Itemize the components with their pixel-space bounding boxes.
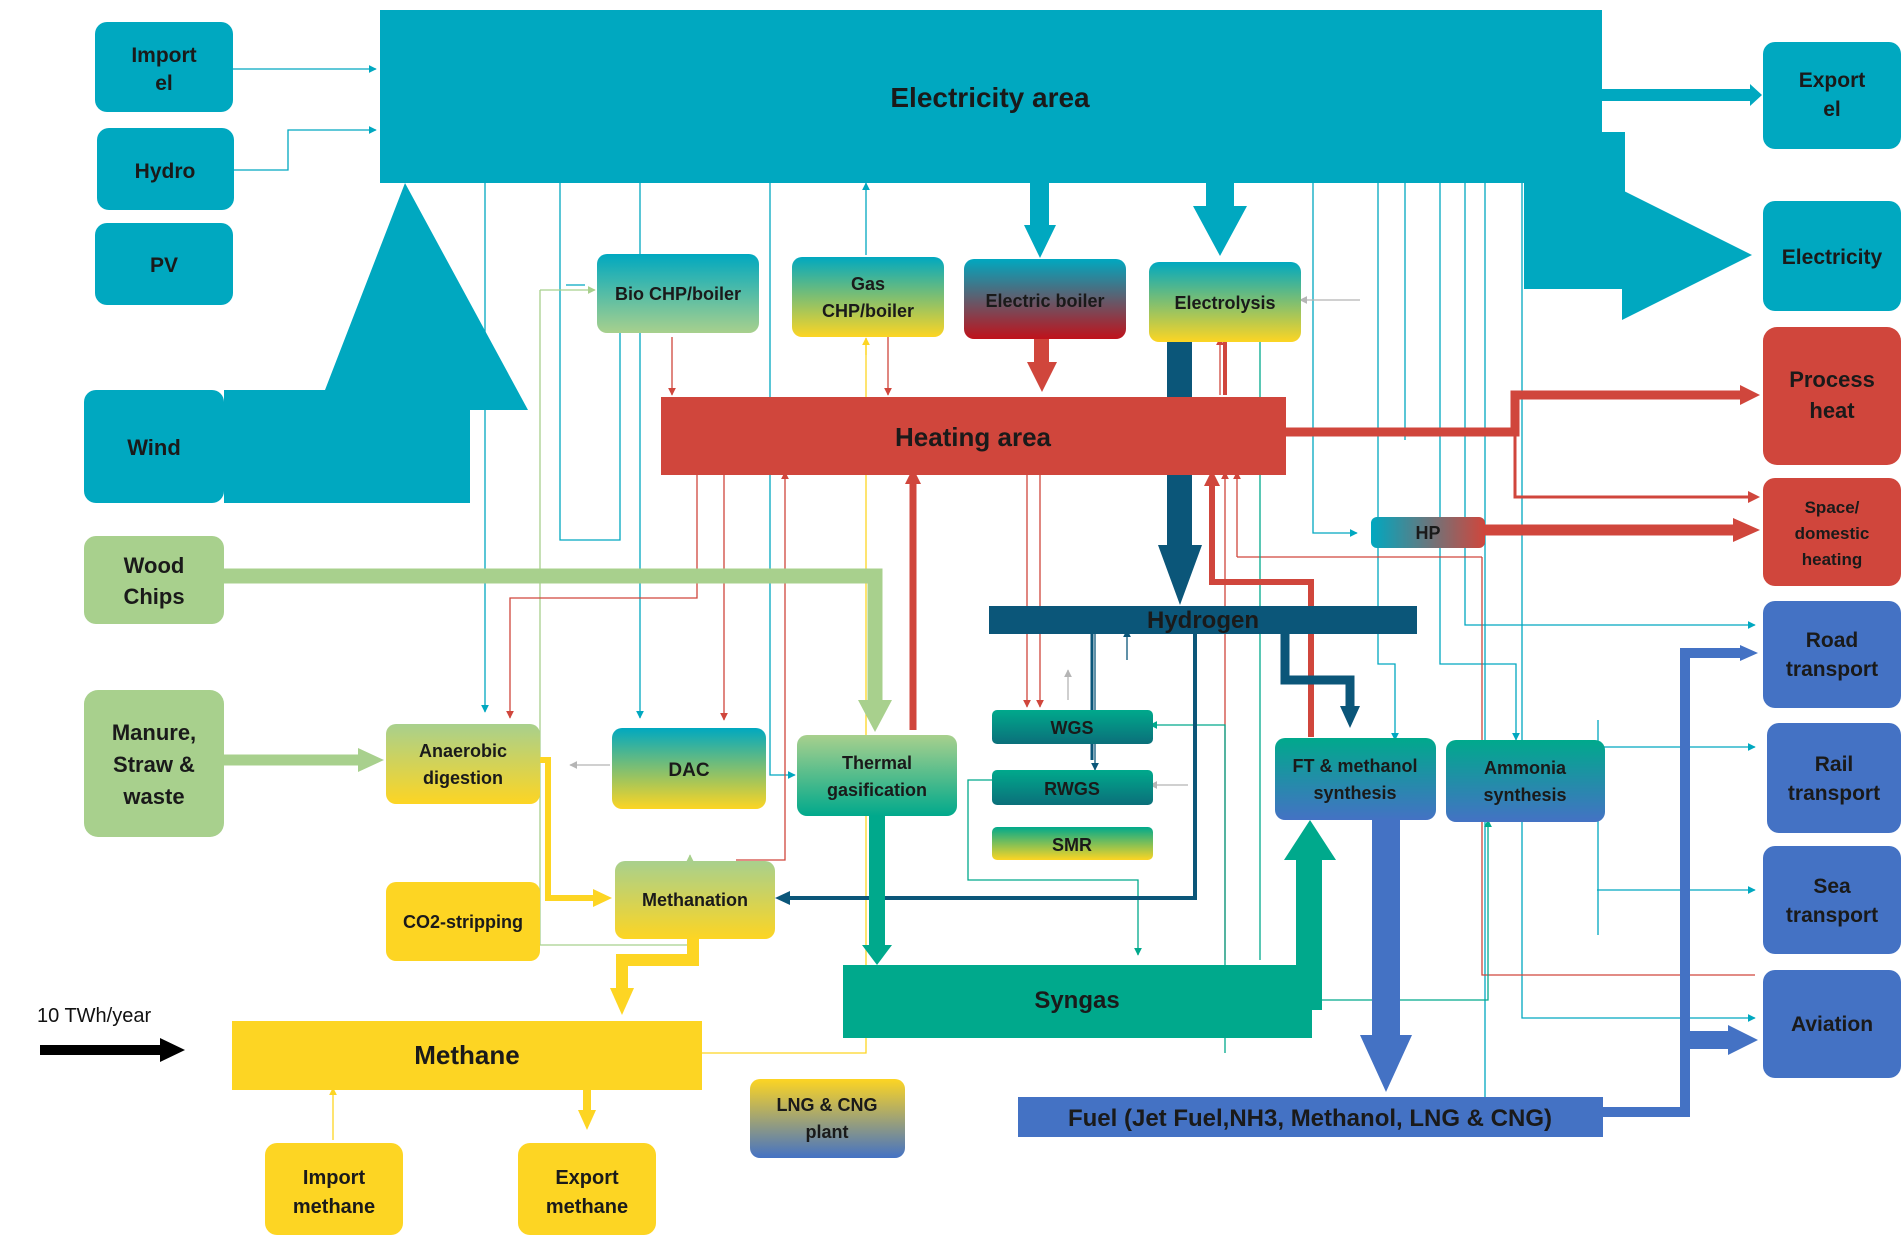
hydro-node: Hydro [97,128,234,210]
svg-text:Bio CHP/boiler: Bio CHP/boiler [615,284,741,304]
electricity-node: Electricity [1763,201,1901,311]
wood-to-gasification-arrow [224,568,883,700]
legend-label: 10 TWh/year [37,1005,151,1027]
rwgs-node: RWGS [992,770,1153,805]
svg-text:CO2-stripping: CO2-stripping [403,912,523,932]
heating-to-process-heat-arrow [1280,390,1740,437]
electricity-area-node: Electricity area [380,10,1602,183]
ft-to-heating-arrow [1209,486,1314,737]
svg-text:Electric boiler: Electric boiler [985,291,1104,311]
wind-node: Wind [84,390,224,503]
thin-flows [232,65,1756,1140]
to-electrolysis-arrow [1193,183,1247,256]
wgs-node: WGS [992,710,1153,744]
electricity-area-to-electricity-arrow [1524,132,1752,320]
syngas-node: Syngas [843,960,1322,1038]
svg-text:WGS: WGS [1051,718,1094,738]
hydrogen-node: Hydrogen [989,606,1417,634]
svg-text:Wind: Wind [127,435,181,460]
wind-to-electricity-arrow [224,183,528,503]
methanation-node: Methanation [615,861,775,939]
aviation-node: Aviation [1763,970,1901,1078]
methanation-to-methane-arrow [616,935,699,990]
svg-text:Hydro: Hydro [135,160,196,183]
svg-text:RWGS: RWGS [1044,779,1100,799]
svg-text:Aviation: Aviation [1791,1013,1873,1036]
svg-text:Hydrogen: Hydrogen [1147,607,1259,634]
svg-text:SMR: SMR [1052,835,1092,855]
svg-text:HP: HP [1415,523,1440,543]
digestion-to-methanation-arrow [538,757,595,901]
electric-boiler-to-heating-arrow [1027,337,1057,392]
svg-text:DAC: DAC [668,760,709,781]
heating-area-node: Heating area [661,397,1286,475]
svg-text:Methanation: Methanation [642,890,748,910]
thick-flows [40,84,1762,1130]
ft-to-fuel-arrow [1360,820,1412,1092]
hydrogen-to-methanation-arrow [785,630,1197,900]
pv-node: PV [95,223,233,305]
electricity-to-export-arrow [1591,84,1762,106]
hp-node: HP [1371,517,1485,548]
syngas-to-ft-arrow [1284,820,1336,1005]
svg-text:Methane: Methane [414,1040,519,1070]
fuel-to-transport-arrow [1598,648,1740,1117]
svg-text:Heating area: Heating area [895,422,1052,452]
fuel-node: Fuel (Jet Fuel,NH3, Methanol, LNG & CNG) [1018,1097,1603,1137]
electric-boiler-node: Electric boiler [964,259,1126,339]
electrolysis-node: Electrolysis [1149,262,1301,342]
svg-text:PV: PV [150,254,178,277]
methane-node: Methane [232,1021,702,1090]
dac-node: DAC [612,728,766,809]
manure-node: Manure,Straw &waste [84,690,224,837]
svg-text:Electricity: Electricity [1782,246,1883,269]
co2-stripping-node: CO2-stripping [386,882,540,961]
svg-text:Manure,Straw &waste: Manure,Straw &waste [112,720,196,809]
svg-text:Electricity area: Electricity area [890,82,1090,113]
smr-node: SMR [992,827,1153,860]
hydrogen-to-ft-arrow [1280,630,1355,710]
bio-chp-node: Bio CHP/boiler [597,254,759,333]
svg-text:Syngas: Syngas [1034,987,1119,1014]
to-electric-boiler-arrow [1024,183,1056,258]
svg-text:Electrolysis: Electrolysis [1174,293,1275,313]
svg-text:Fuel (Jet Fuel,NH3, Methanol,: Fuel (Jet Fuel,NH3, Methanol, LNG & CNG) [1068,1105,1552,1132]
